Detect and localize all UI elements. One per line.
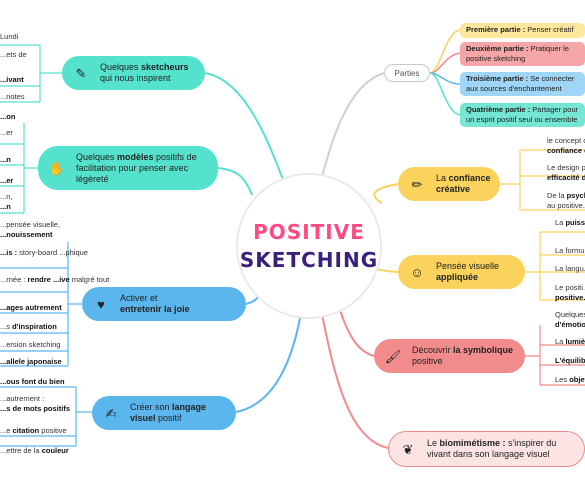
leaf-activer-6[interactable]: ...ersion sketching xyxy=(0,340,61,349)
leaf-activer-1[interactable]: ...pensée visuelle, ...nouissement xyxy=(0,220,61,239)
leaf-activer-5[interactable]: ...s d'inspiration xyxy=(0,322,57,331)
partie-3-bold: Troisième partie : xyxy=(466,74,529,83)
pencil-icon: ✏ xyxy=(411,176,423,192)
central-title-line2: SKETCHING xyxy=(239,248,379,272)
leaf-sketcheurs-2[interactable]: ...ets de xyxy=(0,50,27,59)
connector-modeles xyxy=(217,167,253,196)
leaf-confiance-1[interactable]: le concept de confiance créative xyxy=(547,136,585,155)
parties-node[interactable]: Parties xyxy=(384,64,430,82)
leaf-langage-2[interactable]: ...autrement : ...s de mots positifs xyxy=(0,394,71,413)
node-modeles-label: Quelques modèles positifs de facilitatio… xyxy=(76,151,197,184)
leaf-confiance-3[interactable]: De la psych... au positive... xyxy=(547,191,585,210)
partie-4-text: Partager pour un esprit positif seul ou … xyxy=(466,105,579,124)
leaf-langage-4[interactable]: ...ettre de la couleur xyxy=(0,446,69,455)
leaf-icon: ❦ xyxy=(402,441,414,457)
central-title-line1: POSITIVE xyxy=(253,220,365,244)
leaf-modeles-1[interactable]: ...on xyxy=(0,112,16,121)
draw-icon: ✍ xyxy=(105,405,117,421)
sketcher-icon: ✎ xyxy=(75,65,87,81)
leaf-activer-7[interactable]: ...allele japonaise xyxy=(0,357,62,366)
brush-icon: 🖌 xyxy=(384,348,402,364)
node-biomimetisme-label: Le biomimétisme : s'inspirer du vivant d… xyxy=(427,438,557,459)
leaf-confiance-2[interactable]: Le design p...efficacité d... xyxy=(547,163,585,182)
connector-biomimetisme xyxy=(321,313,389,449)
leaf-langage-1[interactable]: ...ous font du bien xyxy=(0,377,65,386)
leaf-activer-3[interactable]: ...rnée : rendre ...ive malgré tout xyxy=(0,275,110,284)
partie-4[interactable]: Quatrième partie : Partager pour un espr… xyxy=(460,103,585,127)
node-langage-label: Créer son langage visuel positif xyxy=(130,402,207,423)
head-icon: ☺ xyxy=(410,264,424,280)
node-langage[interactable]: ✍ Créer son langage visuel positif xyxy=(92,396,236,430)
node-symbolique[interactable]: 🖌 Découvrir la symbolique positive xyxy=(374,339,525,373)
partie-3-text: Se connecter aux sources d'enchantement xyxy=(466,74,575,93)
partie-2-bold: Deuxième partie : xyxy=(466,44,529,53)
leaf-symbolique-3[interactable]: L'équilib... xyxy=(555,356,585,365)
connector-parties xyxy=(321,72,385,177)
node-symbolique-label: Découvrir la symbolique positive xyxy=(412,345,514,366)
partie-1-text: Penser créatif xyxy=(525,25,574,34)
leaf-activer-2[interactable]: ...is : story-board ...phique xyxy=(0,248,88,257)
node-activer[interactable]: ♥ Activer et entretenir la joie xyxy=(82,287,246,321)
heart-hand-icon: ♥ xyxy=(97,296,105,312)
node-sketcheurs[interactable]: ✎ Quelques sketcheurs qui nous inspirent xyxy=(62,56,205,90)
connector-pensee xyxy=(377,269,399,273)
leaf-activer-4[interactable]: ...ages autrement xyxy=(0,303,62,312)
connector-langage xyxy=(235,317,301,413)
partie-1[interactable]: Première partie : Penser créatif xyxy=(460,23,585,38)
leaf-langage-3[interactable]: ...e citation positive xyxy=(0,426,67,435)
partie-2-text: Pratiquer le positive sketching xyxy=(466,44,569,63)
leaf-symbolique-4[interactable]: Les objet... xyxy=(555,375,585,384)
leaf-pensee-2[interactable]: La formu... xyxy=(555,246,585,255)
leaf-modeles-5[interactable]: ...n,...n xyxy=(0,192,13,211)
partie-4-bold: Quatrième partie : xyxy=(466,105,531,114)
connector-symbolique xyxy=(339,309,375,357)
leaf-pensee-3[interactable]: La langu... xyxy=(555,264,585,273)
leaf-symbolique-1[interactable]: Quelques ...d'émotio... xyxy=(555,310,585,329)
leaf-pensee-1[interactable]: La puissa... xyxy=(555,218,585,227)
connector-confiance xyxy=(373,183,399,204)
hand-icon: ✋ xyxy=(48,160,66,176)
leaf-modeles-3[interactable]: ...n xyxy=(0,155,11,164)
leaf-sketcheurs-3[interactable]: ...ivant xyxy=(0,75,24,84)
leaf-symbolique-2[interactable]: La lumiè... xyxy=(555,337,585,346)
connector-sketcheurs xyxy=(204,72,286,186)
leaf-sketcheurs-1[interactable]: Lundi xyxy=(0,32,19,41)
leaf-modeles-2[interactable]: ...er xyxy=(0,128,13,137)
partie-1-bold: Première partie : xyxy=(466,25,526,34)
node-pensee-label: Pensée visuelle appliquée xyxy=(436,261,500,282)
node-confiance[interactable]: ✏ La confiance créative xyxy=(398,167,500,201)
node-modeles[interactable]: ✋ Quelques modèles positifs de facilitat… xyxy=(38,146,218,190)
central-topic[interactable]: POSITIVE SKETCHING xyxy=(236,173,382,319)
leaf-modeles-4[interactable]: ...er xyxy=(0,176,14,185)
node-sketcheurs-label: Quelques sketcheurs qui nous inspirent xyxy=(100,62,189,83)
partie-2[interactable]: Deuxième partie : Pratiquer le positive … xyxy=(460,42,585,66)
partie-3[interactable]: Troisième partie : Se connecter aux sour… xyxy=(460,72,585,96)
node-biomimetisme[interactable]: ❦ Le biomimétisme : s'inspirer du vivant… xyxy=(388,431,585,467)
node-pensee[interactable]: ☺ Pensée visuelle appliquée xyxy=(398,255,525,289)
node-activer-label: Activer et entretenir la joie xyxy=(120,293,190,314)
leaf-pensee-4[interactable]: Le positi...positive... xyxy=(555,283,585,302)
node-confiance-label: La confiance créative xyxy=(436,173,491,194)
leaf-sketcheurs-4[interactable]: ...notes xyxy=(0,92,25,101)
